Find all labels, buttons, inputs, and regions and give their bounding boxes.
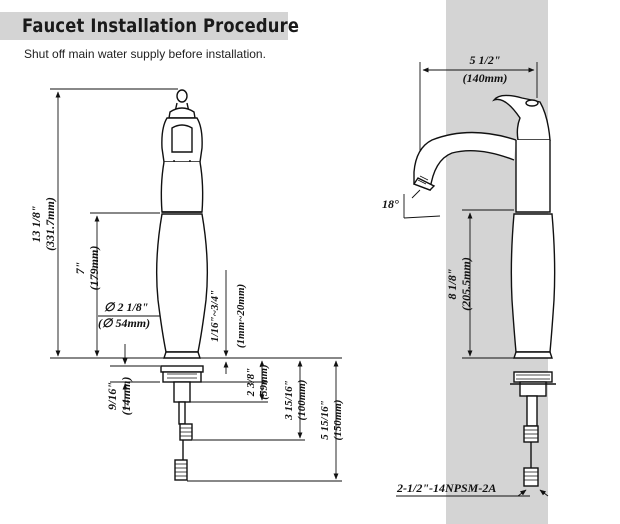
shank-total-imperial: 5 15/16" — [319, 400, 331, 439]
shank-top-imperial: 2 3/8" — [245, 368, 257, 397]
side-height-imperial: 8 1/8" — [445, 269, 459, 300]
thread-spec: 2-1/2"-14NPSM-2A — [396, 481, 496, 495]
shank-top-metric: (59mm) — [258, 364, 270, 399]
shank-mid-imperial: 3 15/16" — [283, 380, 295, 420]
spout-height-metric: (179mm) — [87, 246, 101, 291]
front-dimension-lines — [50, 88, 342, 482]
shank-mid-metric: (100mm) — [296, 380, 308, 421]
base-diameter-imperial: ∅ 2 1/8" — [104, 300, 148, 314]
deck-range-metric: (1mm~20mm) — [235, 284, 247, 348]
spout-reach-imperial: 5 1/2" — [470, 53, 501, 67]
page-title: Faucet Installation Procedure — [22, 15, 300, 37]
page-subtitle: Shut off main water supply before instal… — [24, 47, 266, 61]
total-height-metric: (331.7mm) — [43, 197, 57, 251]
title-bar — [0, 12, 288, 40]
spout-reach-metric: (140mm) — [463, 71, 508, 85]
base-ring-imperial: 9/16" — [105, 382, 119, 410]
spout-angle: 18° — [382, 197, 399, 211]
total-height-imperial: 13 1/8" — [29, 206, 43, 243]
spout-height-imperial: 7" — [73, 262, 87, 275]
base-diameter-metric: (∅ 54mm) — [98, 316, 150, 330]
base-ring-metric: (14mm) — [119, 377, 133, 416]
side-dimension-lines — [396, 62, 549, 497]
side-height-metric: (205.5mm) — [459, 257, 473, 311]
side-faucet-drawing — [412, 94, 556, 487]
deck-range-imperial: 1/16"~3/4" — [209, 290, 221, 342]
shank-total-metric: (150mm) — [332, 400, 344, 441]
front-faucet-drawing — [155, 89, 209, 481]
